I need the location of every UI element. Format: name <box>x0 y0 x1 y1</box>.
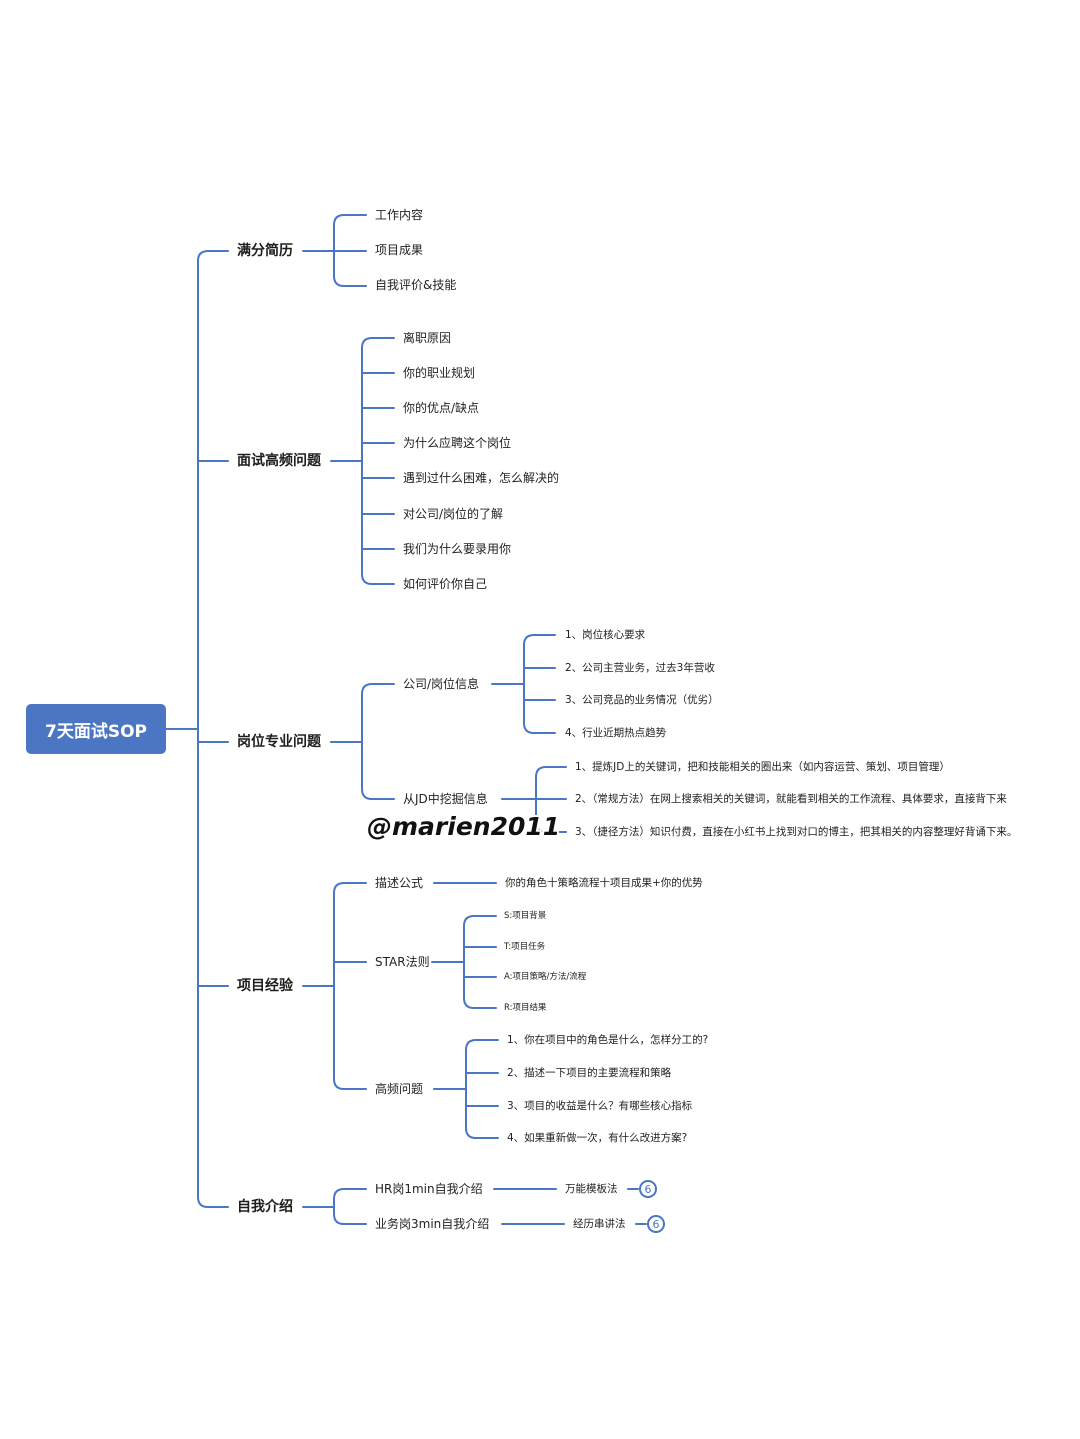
node-resume-item[interactable]: 项目成果 <box>375 243 424 257</box>
node-resume-item[interactable]: 工作内容 <box>375 208 424 222</box>
node-faq-item[interactable]: 对公司/岗位的了解 <box>403 507 504 521</box>
node-pro-jd-item[interactable]: 1、提炼JD上的关键词，把和技能相关的圈出来（如内容运营、策划、项目管理） <box>575 761 950 773</box>
node-project-hf-item[interactable]: 1、你在项目中的角色是什么，怎样分工的? <box>507 1034 709 1046</box>
node-pro[interactable]: 岗位专业问题 <box>237 734 321 750</box>
node-pro-company-item[interactable]: 3、公司竞品的业务情况（优劣） <box>565 694 719 706</box>
node-faq-item[interactable]: 你的职业规划 <box>403 366 476 380</box>
node-faq-item[interactable]: 你的优点/缺点 <box>403 401 480 415</box>
node-pro-company-item[interactable]: 4、行业近期热点趋势 <box>565 727 667 739</box>
node-project[interactable]: 项目经验 <box>237 978 293 994</box>
node-project-formula-item[interactable]: 你的角色十策略流程十项目成果+你的优势 <box>505 877 703 889</box>
node-pro-company[interactable]: 公司/岗位信息 <box>403 677 480 691</box>
node-resume[interactable]: 满分简历 <box>237 243 293 259</box>
node-intro[interactable]: 自我介绍 <box>237 1199 293 1215</box>
node-pro-jd-item[interactable]: 3、（捷径方法）知识付费，直接在小红书上找到对口的博主，把其相关的内容整理好背诵… <box>575 826 1018 838</box>
node-pro-company-item[interactable]: 2、公司主营业务，过去3年营收 <box>565 662 715 674</box>
count-badge[interactable]: 6 <box>647 1215 665 1233</box>
node-project-hf-item[interactable]: 4、如果重新做一次，有什么改进方案? <box>507 1132 688 1144</box>
node-faq[interactable]: 面试高频问题 <box>237 453 321 469</box>
node-project-star[interactable]: STAR法则 <box>375 955 430 969</box>
node-project-formula[interactable]: 描述公式 <box>375 876 424 890</box>
node-project-hf-item[interactable]: 2、描述一下项目的主要流程和策略 <box>507 1067 672 1079</box>
node-project-star-item[interactable]: T:项目任务 <box>504 942 546 952</box>
node-project-star-item[interactable]: A:项目策略/方法/流程 <box>504 972 587 982</box>
node-intro-hr-item[interactable]: 万能模板法 <box>565 1183 618 1195</box>
node-pro-company-item[interactable]: 1、岗位核心要求 <box>565 629 646 641</box>
node-faq-item[interactable]: 如何评价你自己 <box>403 577 488 591</box>
count-badge[interactable]: 6 <box>639 1180 657 1198</box>
node-pro-jd[interactable]: 从JD中挖掘信息 <box>403 792 488 806</box>
node-faq-item[interactable]: 离职原因 <box>403 331 452 345</box>
node-project-hf[interactable]: 高频问题 <box>375 1082 424 1096</box>
node-intro-biz[interactable]: 业务岗3min自我介绍 <box>375 1217 490 1231</box>
node-faq-item[interactable]: 我们为什么要录用你 <box>403 542 512 556</box>
connector-trunk <box>197 250 229 1208</box>
node-project-star-item[interactable]: R:项目结果 <box>504 1003 547 1013</box>
node-resume-item[interactable]: 自我评价&技能 <box>375 278 457 292</box>
node-pro-jd-item[interactable]: 2、（常规方法）在网上搜索相关的关键词，就能看到相关的工作流程、具体要求，直接背… <box>575 793 1007 805</box>
node-project-star-item[interactable]: S:项目背景 <box>504 911 547 921</box>
root-node[interactable]: 7天面试SOP <box>26 704 166 754</box>
node-project-hf-item[interactable]: 3、项目的收益是什么？有哪些核心指标 <box>507 1100 693 1112</box>
node-intro-biz-item[interactable]: 经历串讲法 <box>573 1218 626 1230</box>
node-faq-item[interactable]: 为什么应聘这个岗位 <box>403 436 512 450</box>
node-faq-item[interactable]: 遇到过什么困难，怎么解决的 <box>403 471 560 485</box>
watermark-text: @marien2011 <box>367 812 561 841</box>
node-intro-hr[interactable]: HR岗1min自我介绍 <box>375 1182 483 1196</box>
